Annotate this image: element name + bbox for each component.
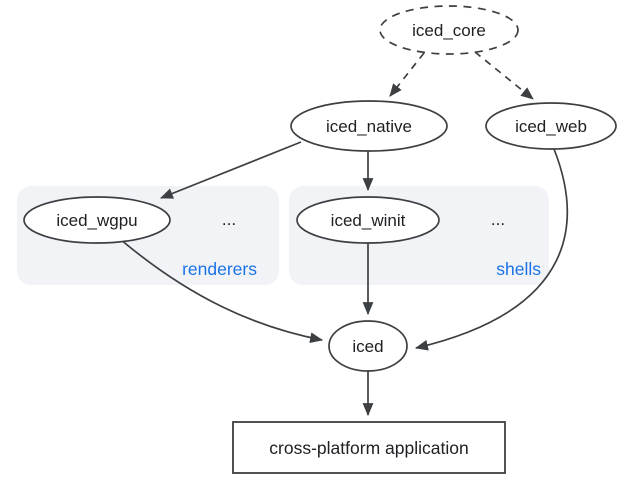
node-application <box>232 421 506 474</box>
edge-iced-web-to-iced <box>414 148 569 351</box>
node-iced-winit-label: iced_winit <box>331 211 406 230</box>
group-shells-label: shells <box>496 259 541 279</box>
node-iced-wgpu-label: iced_wgpu <box>56 211 137 230</box>
renderers-ellipsis: ... <box>222 210 236 229</box>
edge-iced-core-to-iced-native <box>389 52 425 97</box>
node-iced-label: iced <box>352 337 383 356</box>
edge-iced-wgpu-to-iced <box>119 238 324 344</box>
node-iced-wgpu <box>23 196 171 244</box>
node-application-label: cross-platform application <box>269 438 468 458</box>
edge-iced-native-to-iced-wgpu <box>159 141 302 199</box>
node-iced-core <box>379 5 519 55</box>
node-iced <box>328 320 408 372</box>
group-renderers-label: renderers <box>182 259 257 279</box>
node-iced-web-label: iced_web <box>515 117 587 136</box>
node-iced-native-label: iced_native <box>326 117 412 136</box>
shells-ellipsis: ... <box>491 210 505 229</box>
node-iced-winit <box>296 196 440 244</box>
node-iced-core-label: iced_core <box>412 21 486 40</box>
node-iced-web <box>485 102 617 150</box>
node-iced-native <box>290 100 448 152</box>
edge-iced-core-to-iced-web <box>474 51 534 100</box>
